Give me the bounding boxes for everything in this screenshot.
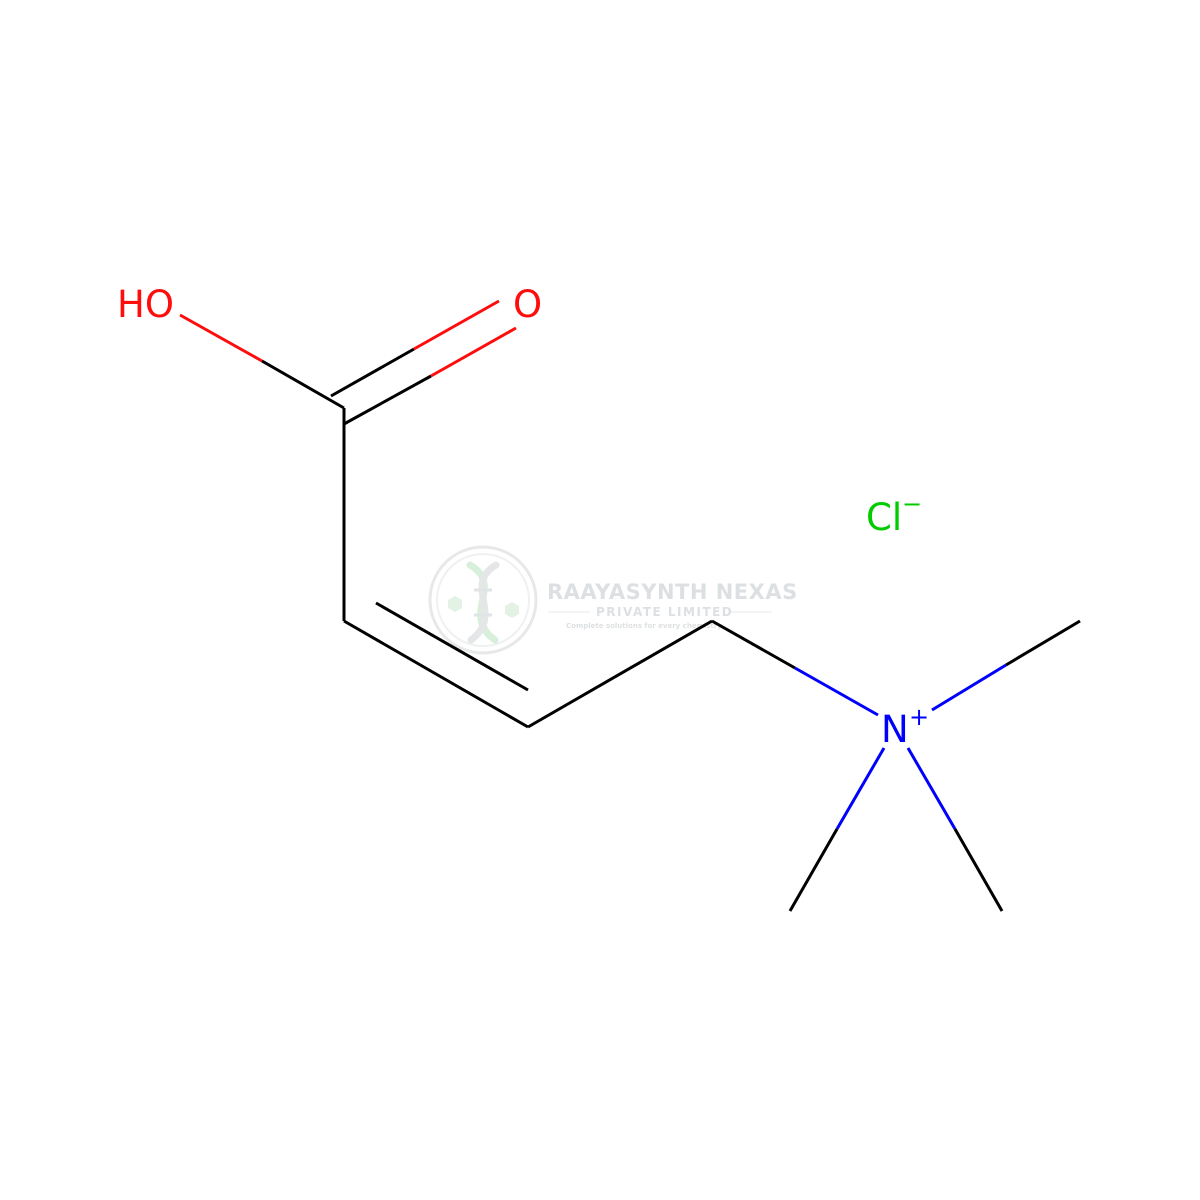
atom-nitrogen-label: N (881, 708, 909, 751)
bond-alkene-double (343, 601, 529, 729)
hexagon-icon-left (448, 596, 462, 612)
hexagon-icon-right (505, 602, 519, 618)
watermark-text: RAAYASYNTH NEXAS PRIVATE LIMITED Complet… (547, 580, 798, 630)
bonds (179, 299, 1081, 912)
bond-methylene-nitrogen (711, 619, 879, 717)
atom-chloride-label: Cl (866, 496, 902, 539)
watermark-company: RAAYASYNTH NEXAS (547, 580, 798, 604)
bond-alkene-methylene (527, 619, 713, 729)
watermark-logo (428, 545, 538, 655)
atom-carbonyl-oxygen-label: O (513, 283, 542, 326)
bond-hydroxyl-carbon (179, 313, 345, 410)
atom-hydroxyl-label: HO (117, 283, 174, 326)
bond-nitrogen-methyl-right (931, 619, 1081, 712)
nitrogen-charge: + (909, 703, 929, 731)
watermark-tagline: Complete solutions for every chemistry (566, 622, 722, 630)
watermark-subtitle: PRIVATE LIMITED (596, 605, 733, 619)
chloride-charge: − (902, 490, 922, 518)
bond-nitrogen-methyl-lower-left (788, 747, 886, 912)
dna-helix-icon (466, 561, 500, 644)
watermark-logo-circle (428, 545, 538, 655)
bond-carbonyl-double (330, 299, 517, 426)
bond-nitrogen-methyl-lower-right (906, 747, 1004, 912)
